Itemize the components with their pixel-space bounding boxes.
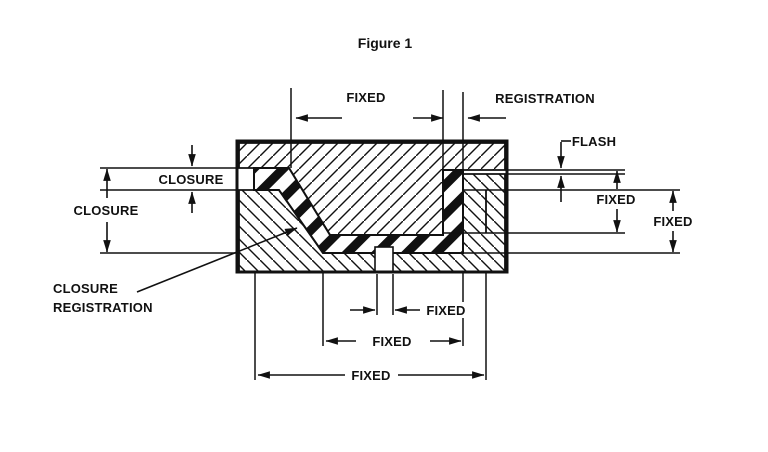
mold-block [235, 139, 509, 274]
dim-label-right-fixed-upper: FIXED [596, 192, 635, 207]
dim-label-flash: FLASH [572, 134, 616, 149]
dim-label-closure-gap: CLOSURE [159, 172, 224, 187]
callout-closure-registration-line2: REGISTRATION [53, 300, 153, 315]
dim-label-bottom-fixed-cavity: FIXED [372, 334, 411, 349]
dim-label-top-fixed: FIXED [346, 90, 385, 105]
dim-label-bottom-fixed-notch: FIXED [426, 303, 465, 318]
figure-title: Figure 1 [358, 35, 413, 51]
dim-label-right-fixed-lower: FIXED [653, 214, 692, 229]
closure-registration-leader [136, 227, 298, 293]
dimension-arrows [103, 114, 677, 379]
dim-label-bottom-fixed-overall: FIXED [351, 368, 390, 383]
callout-closure-registration-line1: CLOSURE [53, 281, 118, 296]
dim-label-closure-depth: CLOSURE [74, 203, 139, 218]
extension-lines [100, 88, 680, 380]
registration-notch [374, 246, 394, 273]
label-backgrounds [80, 191, 696, 318]
mold-outline [235, 139, 509, 274]
dim-label-registration: REGISTRATION [495, 91, 595, 106]
